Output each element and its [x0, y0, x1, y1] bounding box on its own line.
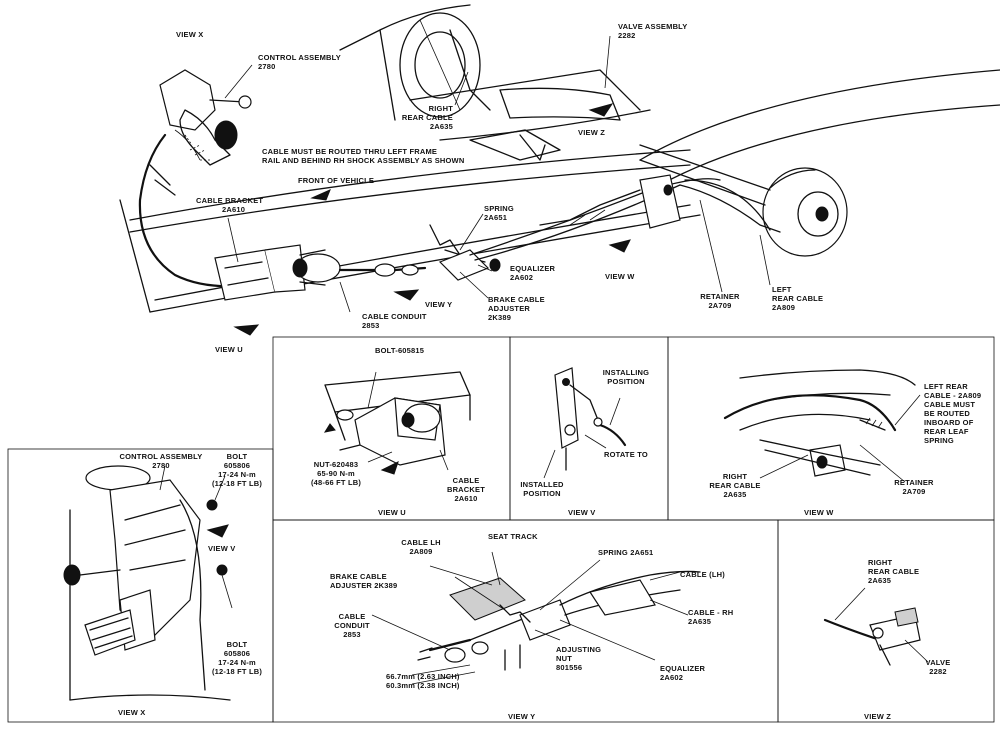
view-x-artwork — [63, 465, 233, 701]
view-u-bolt-label: BOLT-605815 — [375, 346, 425, 355]
view-x-title: VIEW X — [118, 708, 146, 717]
view-v-artwork — [543, 367, 627, 479]
view-u-artwork — [323, 371, 471, 475]
view-v-title: VIEW V — [568, 508, 596, 517]
main-illustration — [119, 4, 1000, 336]
view-w-artwork — [723, 369, 921, 483]
view-y-dimensions: 66.7mm (2.63 INCH)60.3mm (2.38 INCH) — [386, 672, 460, 690]
label-front-of-vehicle: FRONT OF VEHICLE — [298, 176, 375, 185]
view-v-rotate-to: ROTATE TO — [604, 450, 648, 459]
view-z-artwork — [823, 587, 929, 666]
label-view-y-main: VIEW Y — [425, 300, 453, 309]
view-y-artwork — [371, 551, 701, 685]
view-y-title: VIEW Y — [508, 712, 536, 721]
view-w-title: VIEW W — [804, 508, 834, 517]
label-view-z-main: VIEW Z — [578, 128, 606, 137]
view-y-cable-lh-right: CABLE (LH) — [680, 570, 725, 579]
label-view-u-main: VIEW U — [215, 345, 243, 354]
view-z-title: VIEW Z — [864, 712, 892, 721]
label-view-x-main: VIEW X — [176, 30, 204, 39]
panel-borders — [7, 336, 995, 723]
view-y-spring: SPRING 2A651 — [598, 548, 654, 557]
view-u-title: VIEW U — [378, 508, 406, 517]
view-x-view-v-label: VIEW V — [208, 544, 236, 553]
label-view-w-main: VIEW W — [605, 272, 635, 281]
view-y-seat-track: SEAT TRACK — [488, 532, 538, 541]
